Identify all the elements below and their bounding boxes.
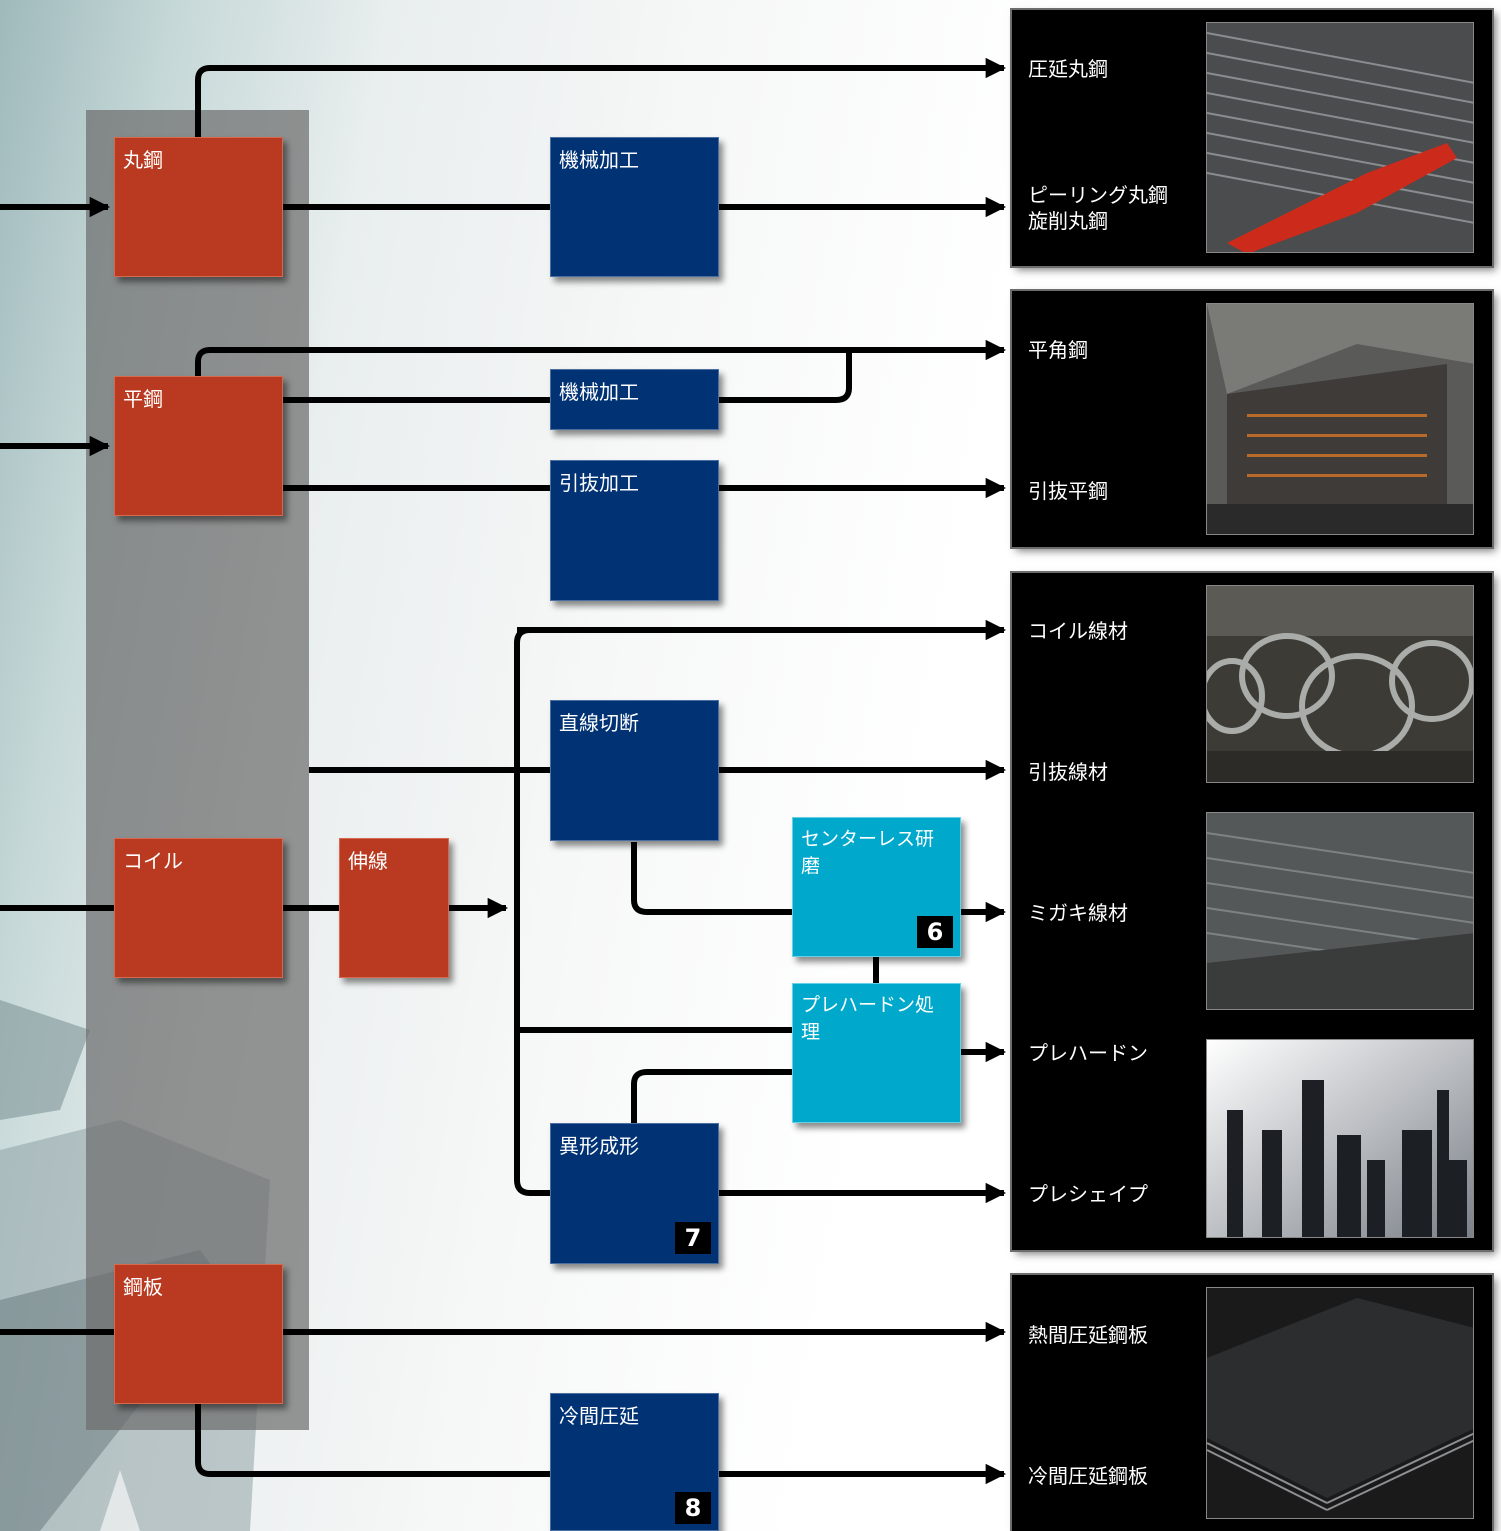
round-bar-box: 丸鋼 xyxy=(114,137,283,277)
photo-polished-wire xyxy=(1206,812,1474,1010)
product-flat-rect: 平角鋼 xyxy=(1028,338,1088,362)
machining-label-2: 機械加工 xyxy=(559,380,639,404)
photo-round-bars xyxy=(1206,22,1474,253)
coil-box: コイル xyxy=(114,838,283,978)
polished-wire-image xyxy=(1207,813,1473,1009)
straighten-cut-label: 直線切断 xyxy=(559,711,639,735)
steel-plate-box: 鋼板 xyxy=(114,1264,283,1404)
flat-bar-box: 平鋼 xyxy=(114,376,283,516)
prehardening-box: プレハードン処理 xyxy=(792,983,961,1123)
wire-drawing-box: 伸線 xyxy=(339,838,449,978)
product-hot-rolled-plate: 熱間圧延鋼板 xyxy=(1028,1323,1148,1347)
steel-plates-image xyxy=(1207,1288,1473,1518)
product-polished-wire: ミガキ線材 xyxy=(1028,901,1128,925)
product-drawn-wire: 引抜線材 xyxy=(1028,760,1108,784)
product-preshape: プレシェイプ xyxy=(1028,1182,1148,1206)
prehardening-label: プレハードン処理 xyxy=(801,994,935,1043)
cold-rolling-label: 冷間圧延 xyxy=(559,1404,639,1428)
product-drawn-flat: 引抜平鋼 xyxy=(1028,479,1108,503)
badge-7: 7 xyxy=(675,1222,711,1254)
straighten-cut-box: 直線切断 xyxy=(550,700,719,841)
product-cold-rolled-plate: 冷間圧延鋼板 xyxy=(1028,1464,1148,1488)
machining-box-1: 機械加工 xyxy=(550,137,719,277)
drawing-label: 引抜加工 xyxy=(559,471,639,495)
profile-forming-box: 異形成形 7 xyxy=(550,1123,719,1264)
photo-flat-bars xyxy=(1206,303,1474,535)
centerless-grinding-box: センターレス研磨 6 xyxy=(792,817,961,957)
product-prehardened: プレハードン xyxy=(1028,1041,1148,1065)
wire-drawing-label: 伸線 xyxy=(348,849,388,873)
flat-bars-image xyxy=(1207,304,1473,534)
product-coil-wire: コイル線材 xyxy=(1028,619,1128,643)
coil-wire-image xyxy=(1207,586,1473,782)
coil-label: コイル xyxy=(123,849,183,873)
photo-preshape xyxy=(1206,1039,1474,1238)
flat-bar-label: 平鋼 xyxy=(123,387,163,411)
preshape-image xyxy=(1207,1040,1473,1237)
material-column xyxy=(86,110,309,1430)
photo-steel-plates xyxy=(1206,1287,1474,1519)
product-rolled-round: 圧延丸鋼 xyxy=(1028,57,1108,81)
cold-rolling-box: 冷間圧延 8 xyxy=(550,1393,719,1531)
badge-6: 6 xyxy=(917,916,953,948)
drawing-box: 引抜加工 xyxy=(550,460,719,601)
round-bar-label: 丸鋼 xyxy=(123,148,163,172)
machining-box-2: 機械加工 xyxy=(550,369,719,430)
badge-8: 8 xyxy=(675,1492,711,1524)
product-peeled-round: ピーリング丸鋼 旋削丸鋼 xyxy=(1028,183,1168,233)
machining-label-1: 機械加工 xyxy=(559,148,639,172)
photo-coil-wire xyxy=(1206,585,1474,783)
centerless-grinding-label: センターレス研磨 xyxy=(801,828,935,877)
profile-forming-label: 異形成形 xyxy=(559,1134,639,1158)
steel-plate-label: 鋼板 xyxy=(123,1275,163,1299)
round-bars-image xyxy=(1207,23,1473,252)
